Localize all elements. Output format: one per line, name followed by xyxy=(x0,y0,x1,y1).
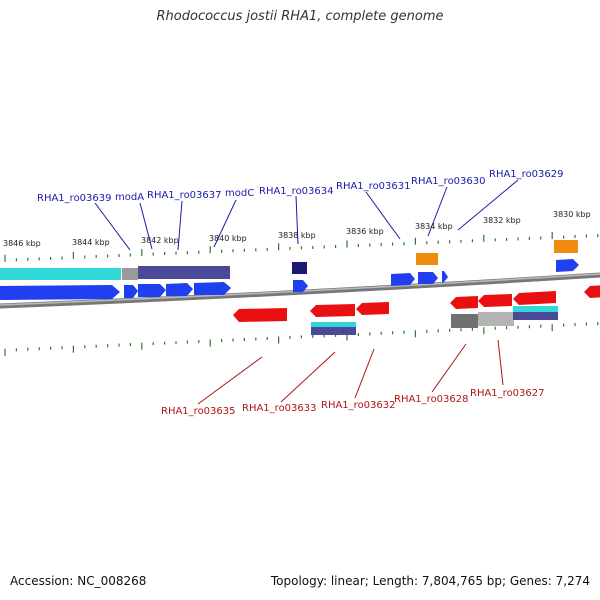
reverse-gene[interactable] xyxy=(233,308,287,322)
connector-line xyxy=(177,200,183,251)
scale-label-3832: 3832 kbp xyxy=(483,216,521,225)
forward-gene[interactable] xyxy=(391,273,415,286)
forward-gene[interactable] xyxy=(124,285,138,298)
orange-feature[interactable] xyxy=(554,240,578,253)
connector-line xyxy=(365,191,401,240)
accession-label: Accession: NC_008268 xyxy=(10,574,147,588)
scale-label-3846: 3846 kbp xyxy=(3,239,41,248)
forward-gene[interactable] xyxy=(556,259,579,272)
forward-gene[interactable] xyxy=(418,272,438,284)
scale-label-3838: 3838 kbp xyxy=(278,231,316,240)
teal-feature[interactable] xyxy=(0,268,121,280)
connector-line xyxy=(139,202,153,250)
gene-label-ro03633[interactable]: RHA1_ro03633 xyxy=(242,403,317,414)
gene-label-ro03627[interactable]: RHA1_ro03627 xyxy=(470,388,545,399)
connector-line xyxy=(427,186,448,237)
gene-label-ro03629[interactable]: RHA1_ro03629 xyxy=(489,169,564,180)
reverse-gene[interactable] xyxy=(450,296,478,309)
orange-feature[interactable] xyxy=(416,253,438,265)
scale-ticks-top xyxy=(4,232,599,262)
scale-label-3834: 3834 kbp xyxy=(415,222,453,231)
grey-feature[interactable] xyxy=(478,312,514,326)
grey-feature[interactable] xyxy=(122,268,138,280)
connector-line xyxy=(280,351,336,403)
forward-gene[interactable] xyxy=(293,280,308,292)
teal-feature[interactable] xyxy=(311,322,356,327)
scale-ticks-bottom xyxy=(4,322,599,356)
connector-line xyxy=(197,356,263,405)
reverse-gene[interactable] xyxy=(478,294,512,307)
connector-line xyxy=(431,343,467,393)
reverse-gene[interactable] xyxy=(513,291,556,305)
forward-gene[interactable] xyxy=(442,271,448,283)
scale-label-3842: 3842 kbp xyxy=(141,236,179,245)
indigo-feature[interactable] xyxy=(311,327,356,335)
connector-line xyxy=(213,199,237,248)
forward-genes xyxy=(0,259,579,300)
map-title: Rhodococcus jostii RHA1, complete genome xyxy=(156,9,444,24)
teal-feature[interactable] xyxy=(513,306,558,312)
gene-label-ro03628[interactable]: RHA1_ro03628 xyxy=(394,394,469,405)
reverse-gene[interactable] xyxy=(310,304,355,317)
gene-label-ro03632[interactable]: RHA1_ro03632 xyxy=(321,400,396,411)
reverse-gene[interactable] xyxy=(356,302,389,315)
forward-gene[interactable] xyxy=(166,283,193,296)
indigo-feature[interactable] xyxy=(138,266,230,279)
gene-label-ro03637[interactable]: RHA1_ro03637 xyxy=(147,190,222,201)
scale-label-3840: 3840 kbp xyxy=(209,234,247,243)
bottom-feature-row xyxy=(311,306,558,335)
bottom-gene-labels: RHA1_ro03635 RHA1_ro03633 RHA1_ro03632 R… xyxy=(161,388,545,417)
gene-label-moda[interactable]: modA xyxy=(115,192,144,203)
reverse-gene[interactable] xyxy=(584,285,600,298)
top-gene-labels: RHA1_ro03639 modA RHA1_ro03637 modC RHA1… xyxy=(37,169,564,204)
bottom-label-connectors xyxy=(197,339,504,405)
scale-labels: 3846 kbp 3844 kbp 3842 kbp 3840 kbp 3838… xyxy=(3,210,591,248)
gene-label-modc[interactable]: modC xyxy=(225,188,254,199)
connector-line xyxy=(94,202,131,251)
gene-label-ro03634[interactable]: RHA1_ro03634 xyxy=(259,186,334,197)
scale-label-3836: 3836 kbp xyxy=(346,227,384,236)
navy-feature[interactable] xyxy=(292,262,307,274)
gene-label-ro03631[interactable]: RHA1_ro03631 xyxy=(336,181,411,192)
top-feature-row-1 xyxy=(0,240,578,280)
forward-gene[interactable] xyxy=(0,285,120,300)
gene-label-ro03635[interactable]: RHA1_ro03635 xyxy=(161,406,236,417)
genome-backbone xyxy=(0,272,600,309)
grey-feature[interactable] xyxy=(451,314,478,328)
forward-gene[interactable] xyxy=(194,282,231,295)
connector-line xyxy=(457,179,519,231)
top-label-connectors xyxy=(94,179,519,251)
connector-line xyxy=(354,348,375,399)
scale-label-3844: 3844 kbp xyxy=(72,238,110,247)
scale-label-3830: 3830 kbp xyxy=(553,210,591,219)
gene-label-ro03639[interactable]: RHA1_ro03639 xyxy=(37,193,112,204)
connector-line xyxy=(497,339,504,386)
forward-gene[interactable] xyxy=(138,284,166,297)
connector-line xyxy=(295,195,299,245)
reverse-genes xyxy=(233,285,600,322)
indigo-feature[interactable] xyxy=(513,312,558,320)
gene-label-ro03630[interactable]: RHA1_ro03630 xyxy=(411,176,486,187)
genome-stats: Topology: linear; Length: 7,804,765 bp; … xyxy=(270,574,590,588)
